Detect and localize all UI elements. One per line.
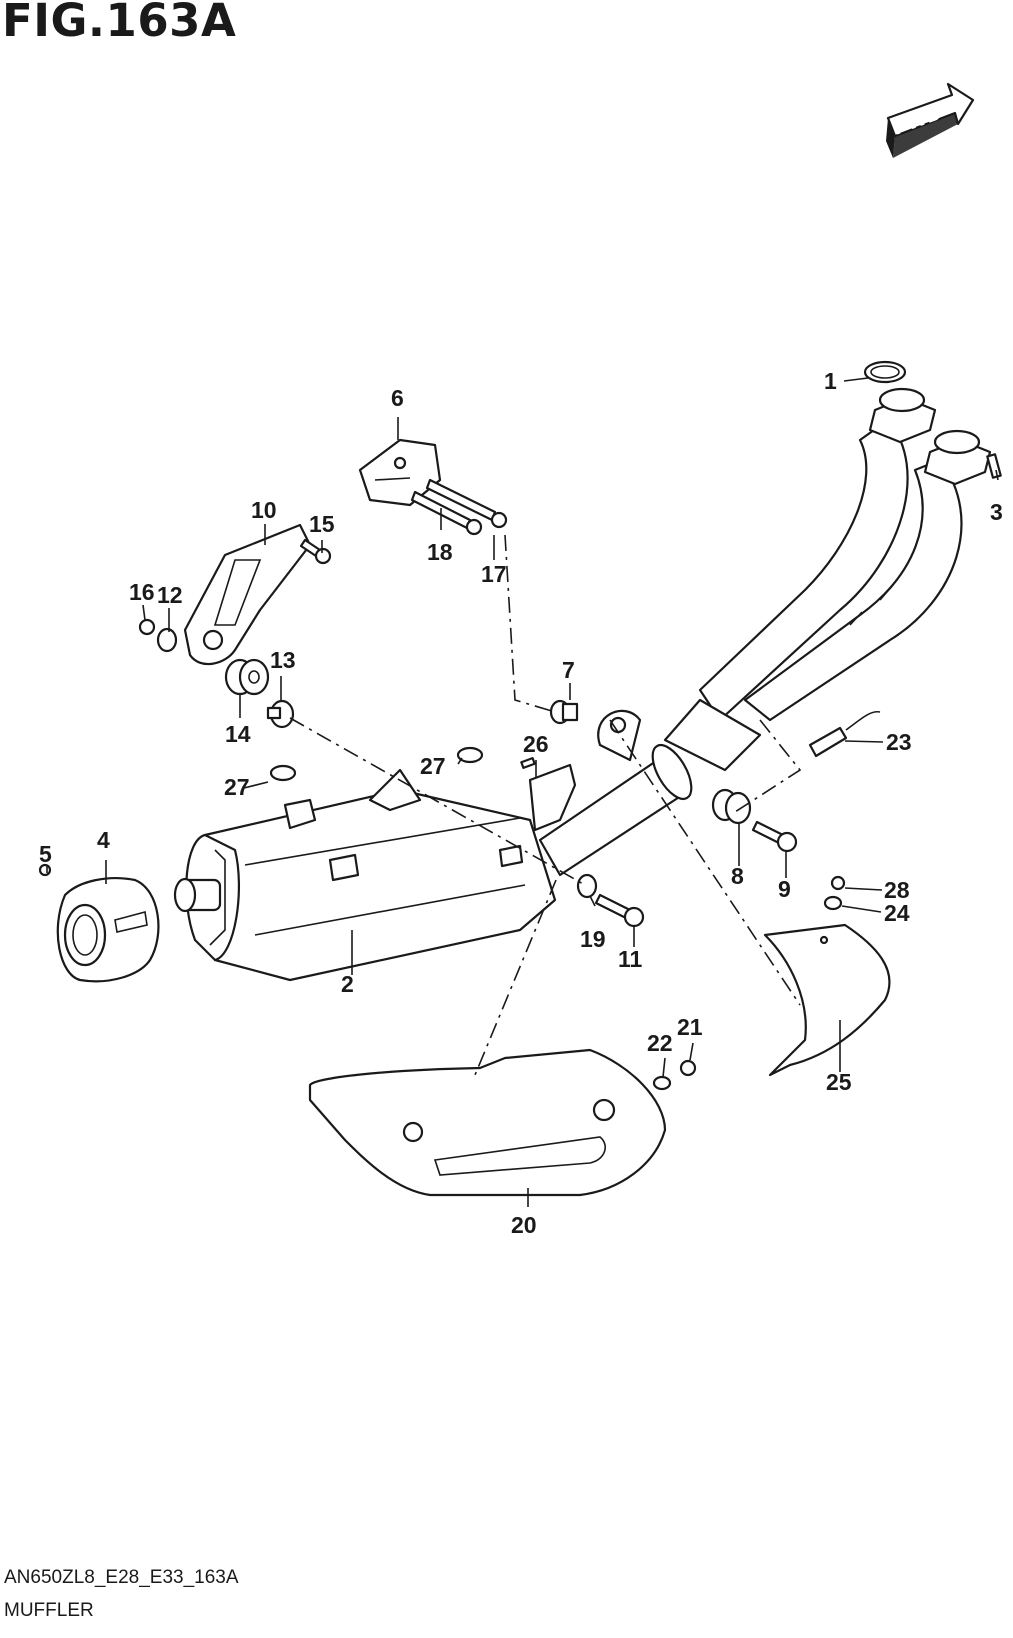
callout-9: 9 bbox=[778, 876, 791, 902]
callout-1: 1 bbox=[824, 368, 837, 394]
bolt-9 bbox=[751, 820, 798, 853]
callout-6: 6 bbox=[391, 385, 404, 411]
callout-20: 20 bbox=[511, 1212, 537, 1238]
callout-4: 4 bbox=[97, 827, 110, 853]
callout-28: 28 bbox=[884, 877, 910, 903]
oxygen-sensor bbox=[808, 710, 881, 758]
collar-7 bbox=[549, 699, 579, 725]
callout-14: 14 bbox=[225, 721, 251, 747]
bolt-11 bbox=[594, 893, 645, 928]
callout-24: 24 bbox=[884, 900, 910, 926]
bolt-21 bbox=[679, 1059, 697, 1077]
pipe-flange bbox=[868, 387, 992, 486]
callout-15: 15 bbox=[309, 511, 335, 537]
callout-19: 19 bbox=[580, 926, 606, 952]
callout-5: 5 bbox=[39, 841, 52, 867]
fwd-arrow-icon: FWD bbox=[886, 82, 975, 158]
callout-3: 3 bbox=[990, 499, 1003, 525]
washer bbox=[156, 627, 178, 653]
heat-shield bbox=[308, 1048, 667, 1197]
callout-26: 26 bbox=[523, 731, 549, 757]
collar bbox=[266, 699, 295, 729]
callout-25: 25 bbox=[826, 1069, 852, 1095]
washer-22 bbox=[652, 1075, 672, 1091]
pipe-cover bbox=[763, 923, 891, 1077]
callout-21: 21 bbox=[677, 1014, 703, 1040]
callout-17: 17 bbox=[481, 561, 507, 587]
muffler bbox=[173, 768, 557, 982]
callout-13: 13 bbox=[270, 647, 296, 673]
callout-22: 22 bbox=[647, 1030, 673, 1056]
rubber-bushing bbox=[224, 658, 270, 696]
hanger-bracket bbox=[528, 763, 577, 832]
bushing-8 bbox=[711, 788, 752, 825]
nut bbox=[138, 618, 156, 636]
callout-8: 8 bbox=[731, 863, 744, 889]
grommet bbox=[269, 764, 297, 782]
screw-28 bbox=[830, 875, 846, 891]
callout-2: 2 bbox=[341, 971, 354, 997]
callout-16: 16 bbox=[129, 579, 155, 605]
footrest-bracket bbox=[183, 523, 312, 666]
washer-19 bbox=[576, 873, 598, 899]
diagram-name: MUFFLER bbox=[4, 1600, 94, 1621]
callout-7: 7 bbox=[562, 657, 575, 683]
callout-18: 18 bbox=[427, 539, 453, 565]
bolt-long bbox=[410, 478, 508, 536]
callout-12: 12 bbox=[157, 582, 183, 608]
callout-27-upper: 27 bbox=[420, 753, 446, 779]
callout-11: 11 bbox=[618, 946, 643, 972]
figure-title: FIG.163A bbox=[2, 0, 237, 47]
grommet-24 bbox=[823, 895, 843, 911]
stud-bolt bbox=[986, 453, 1002, 479]
callout-27-lower: 27 bbox=[224, 774, 250, 800]
clip bbox=[520, 757, 536, 769]
grommet bbox=[456, 746, 484, 764]
diagram-code: AN650ZL8_E28_E33_163A bbox=[4, 1567, 239, 1588]
exhaust-pipe bbox=[663, 418, 963, 772]
muffler-bracket bbox=[358, 438, 442, 507]
muffler-end-cap bbox=[56, 877, 160, 983]
callout-23: 23 bbox=[886, 729, 912, 755]
bolt-15 bbox=[299, 538, 332, 565]
callout-10: 10 bbox=[251, 497, 277, 523]
